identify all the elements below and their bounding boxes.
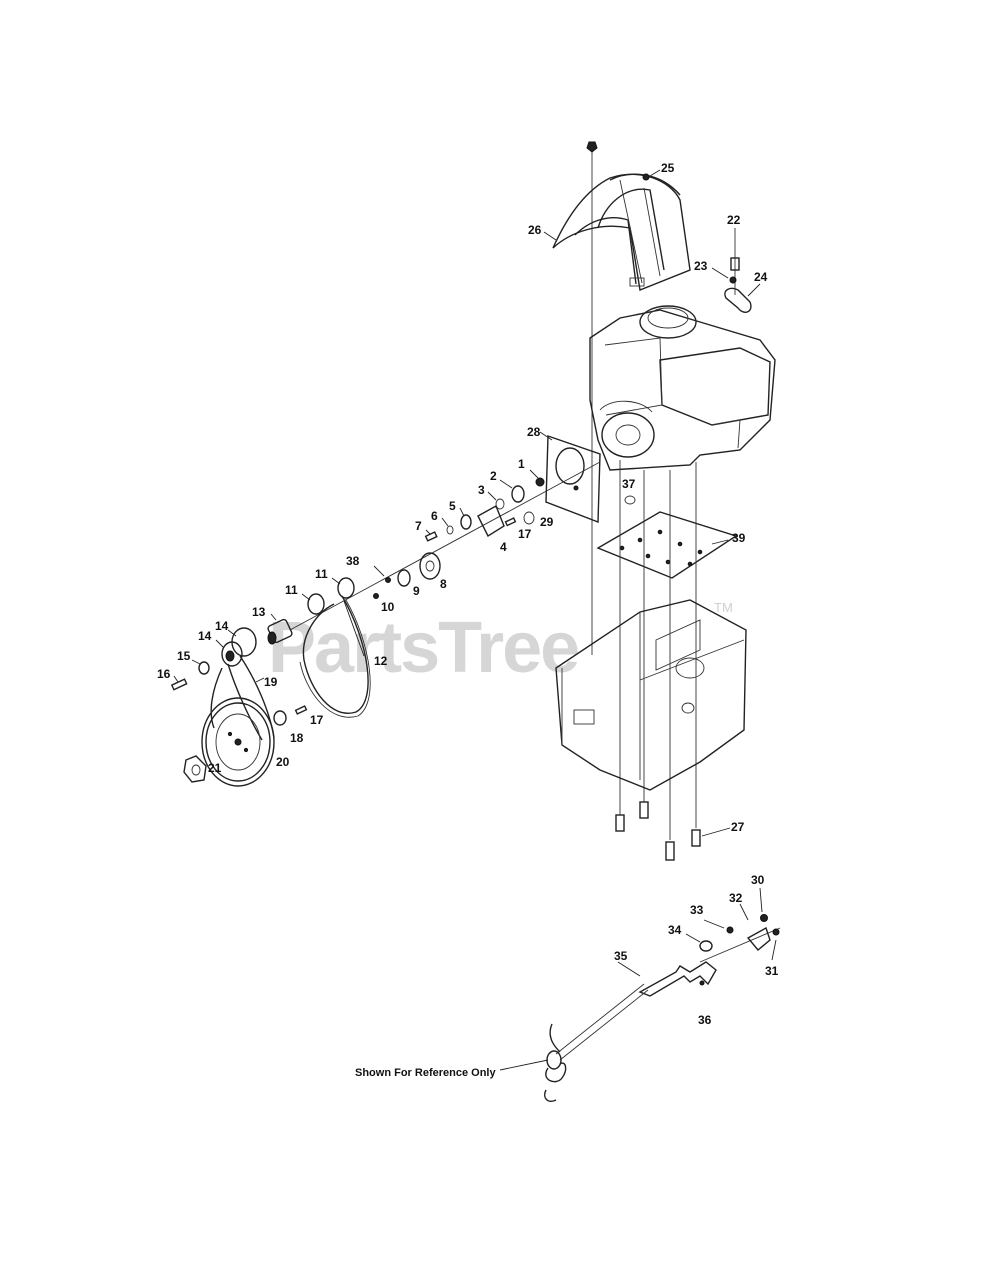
part-29 bbox=[523, 511, 535, 525]
engine-shroud bbox=[552, 173, 691, 291]
clip-24 bbox=[724, 287, 752, 313]
part-8 bbox=[419, 552, 441, 580]
label-18: 18 bbox=[290, 731, 304, 745]
nut-23 bbox=[729, 276, 737, 284]
bolt-b bbox=[639, 801, 649, 819]
label-36: 36 bbox=[698, 1013, 712, 1027]
label-15: 15 bbox=[177, 649, 191, 663]
pulley-14-b bbox=[221, 641, 243, 667]
belt-19-a bbox=[227, 663, 263, 741]
reference-note: Shown For Reference Only bbox=[355, 1067, 496, 1079]
pulley-14-hub bbox=[225, 650, 235, 662]
bolt-22 bbox=[730, 257, 740, 271]
label-13: 13 bbox=[252, 605, 266, 619]
pulley-11-b bbox=[307, 593, 325, 615]
washer-15 bbox=[198, 661, 210, 675]
label-1: 1 bbox=[518, 457, 525, 471]
label-11-upper: 11 bbox=[315, 567, 328, 581]
label-11-lower: 11 bbox=[285, 583, 298, 597]
bolt-d bbox=[691, 829, 701, 847]
gasket-plate bbox=[545, 435, 601, 524]
label-8: 8 bbox=[440, 577, 447, 591]
part-1 bbox=[535, 477, 545, 487]
label-6: 6 bbox=[431, 509, 438, 523]
watermark-trademark: TM bbox=[714, 600, 733, 615]
label-3: 3 bbox=[478, 483, 485, 497]
label-14-lower: 14 bbox=[198, 629, 212, 643]
part-10 bbox=[373, 593, 379, 599]
label-34: 34 bbox=[668, 923, 682, 937]
part-9 bbox=[397, 569, 411, 587]
label-32: 32 bbox=[729, 891, 743, 905]
bolt-c bbox=[665, 841, 675, 861]
label-33: 33 bbox=[690, 903, 704, 917]
bolt-17-lower bbox=[294, 705, 308, 715]
large-pulley-20 bbox=[201, 697, 275, 787]
label-38: 38 bbox=[346, 554, 360, 568]
label-16: 16 bbox=[157, 667, 171, 681]
part-5 bbox=[460, 514, 472, 530]
label-2: 2 bbox=[490, 469, 497, 483]
frame-housing bbox=[555, 599, 747, 791]
label-28: 28 bbox=[527, 425, 541, 439]
part-38 bbox=[385, 577, 391, 583]
spacer-13 bbox=[267, 618, 293, 645]
label-9: 9 bbox=[413, 584, 420, 598]
part-labels: 1 2 3 4 5 6 7 8 9 10 11 11 12 13 14 14 1… bbox=[157, 161, 779, 1027]
label-39: 39 bbox=[732, 531, 746, 545]
label-19: 19 bbox=[264, 675, 278, 689]
label-31: 31 bbox=[765, 964, 779, 978]
label-22: 22 bbox=[727, 213, 741, 227]
label-17-lower: 17 bbox=[310, 713, 324, 727]
engine bbox=[589, 305, 776, 471]
label-21: 21 bbox=[208, 761, 222, 775]
part-37 bbox=[624, 495, 636, 505]
label-30: 30 bbox=[751, 873, 765, 887]
washer-18 bbox=[273, 710, 287, 726]
label-20: 20 bbox=[276, 755, 290, 769]
label-10: 10 bbox=[381, 600, 395, 614]
leader-lines bbox=[173, 169, 777, 1071]
top-nut bbox=[586, 141, 598, 153]
pulley-11-a bbox=[337, 577, 355, 599]
part-2 bbox=[511, 485, 525, 503]
belt-12 bbox=[302, 595, 369, 714]
label-37: 37 bbox=[622, 477, 636, 491]
label-25: 25 bbox=[661, 161, 675, 175]
label-4: 4 bbox=[500, 540, 507, 554]
part-6 bbox=[446, 525, 454, 535]
shaft-centerline bbox=[289, 461, 601, 631]
label-24: 24 bbox=[754, 270, 768, 284]
label-7: 7 bbox=[415, 519, 422, 533]
label-27: 27 bbox=[731, 820, 745, 834]
label-23: 23 bbox=[694, 259, 708, 273]
watermark-brand: PartsTree bbox=[268, 608, 578, 688]
part-3 bbox=[495, 498, 505, 510]
hub-21 bbox=[183, 755, 207, 783]
label-17-upper: 17 bbox=[518, 527, 532, 541]
mounting-plate bbox=[596, 511, 738, 579]
part-8-hub bbox=[425, 560, 435, 572]
part-4 bbox=[477, 505, 505, 538]
bolt-16 bbox=[170, 678, 188, 691]
label-29: 29 bbox=[540, 515, 554, 529]
part-7 bbox=[424, 531, 438, 542]
belt-19-c bbox=[210, 667, 223, 729]
label-35: 35 bbox=[614, 949, 628, 963]
label-26: 26 bbox=[528, 223, 542, 237]
label-14-upper: 14 bbox=[215, 619, 229, 633]
bolt-a bbox=[615, 814, 625, 832]
linkage-assembly bbox=[544, 914, 781, 1102]
nut-25 bbox=[642, 173, 650, 181]
part-17-upper bbox=[504, 517, 517, 527]
label-12: 12 bbox=[374, 654, 388, 668]
belt-12-inner bbox=[299, 599, 371, 718]
label-5: 5 bbox=[449, 499, 456, 513]
